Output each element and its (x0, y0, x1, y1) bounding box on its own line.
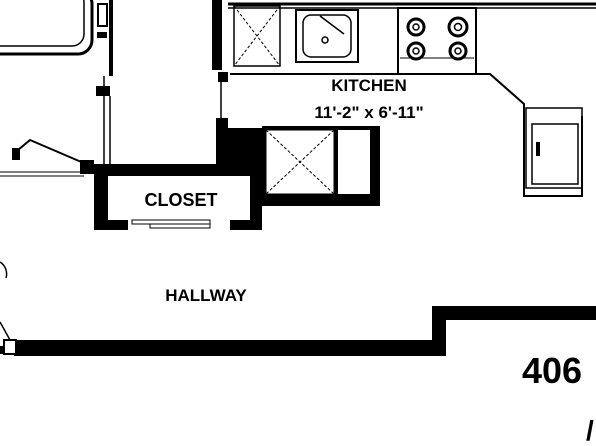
hallway-label: HALLWAY (165, 286, 247, 305)
bath-fixture (97, 3, 108, 38)
refrigerator (525, 107, 583, 189)
kitchen-dimensions: 11'-2" x 6'-11" (314, 103, 423, 122)
stove (397, 7, 477, 75)
bathroom-wall (96, 0, 113, 164)
unit-letter-fragment: / (586, 415, 594, 446)
hallway-wall (0, 306, 596, 356)
closet-label: CLOSET (144, 190, 217, 210)
closet-walls (94, 164, 262, 230)
entry-door-swing (0, 261, 8, 279)
unit-number: 406 (522, 350, 582, 391)
sink (295, 9, 359, 63)
bathtub (0, 0, 94, 56)
door-swing (0, 138, 94, 177)
cabinet (233, 5, 281, 67)
kitchen-wall (212, 0, 262, 168)
kitchen-label: KITCHEN (331, 76, 407, 95)
pantry-cabinet (262, 126, 380, 206)
